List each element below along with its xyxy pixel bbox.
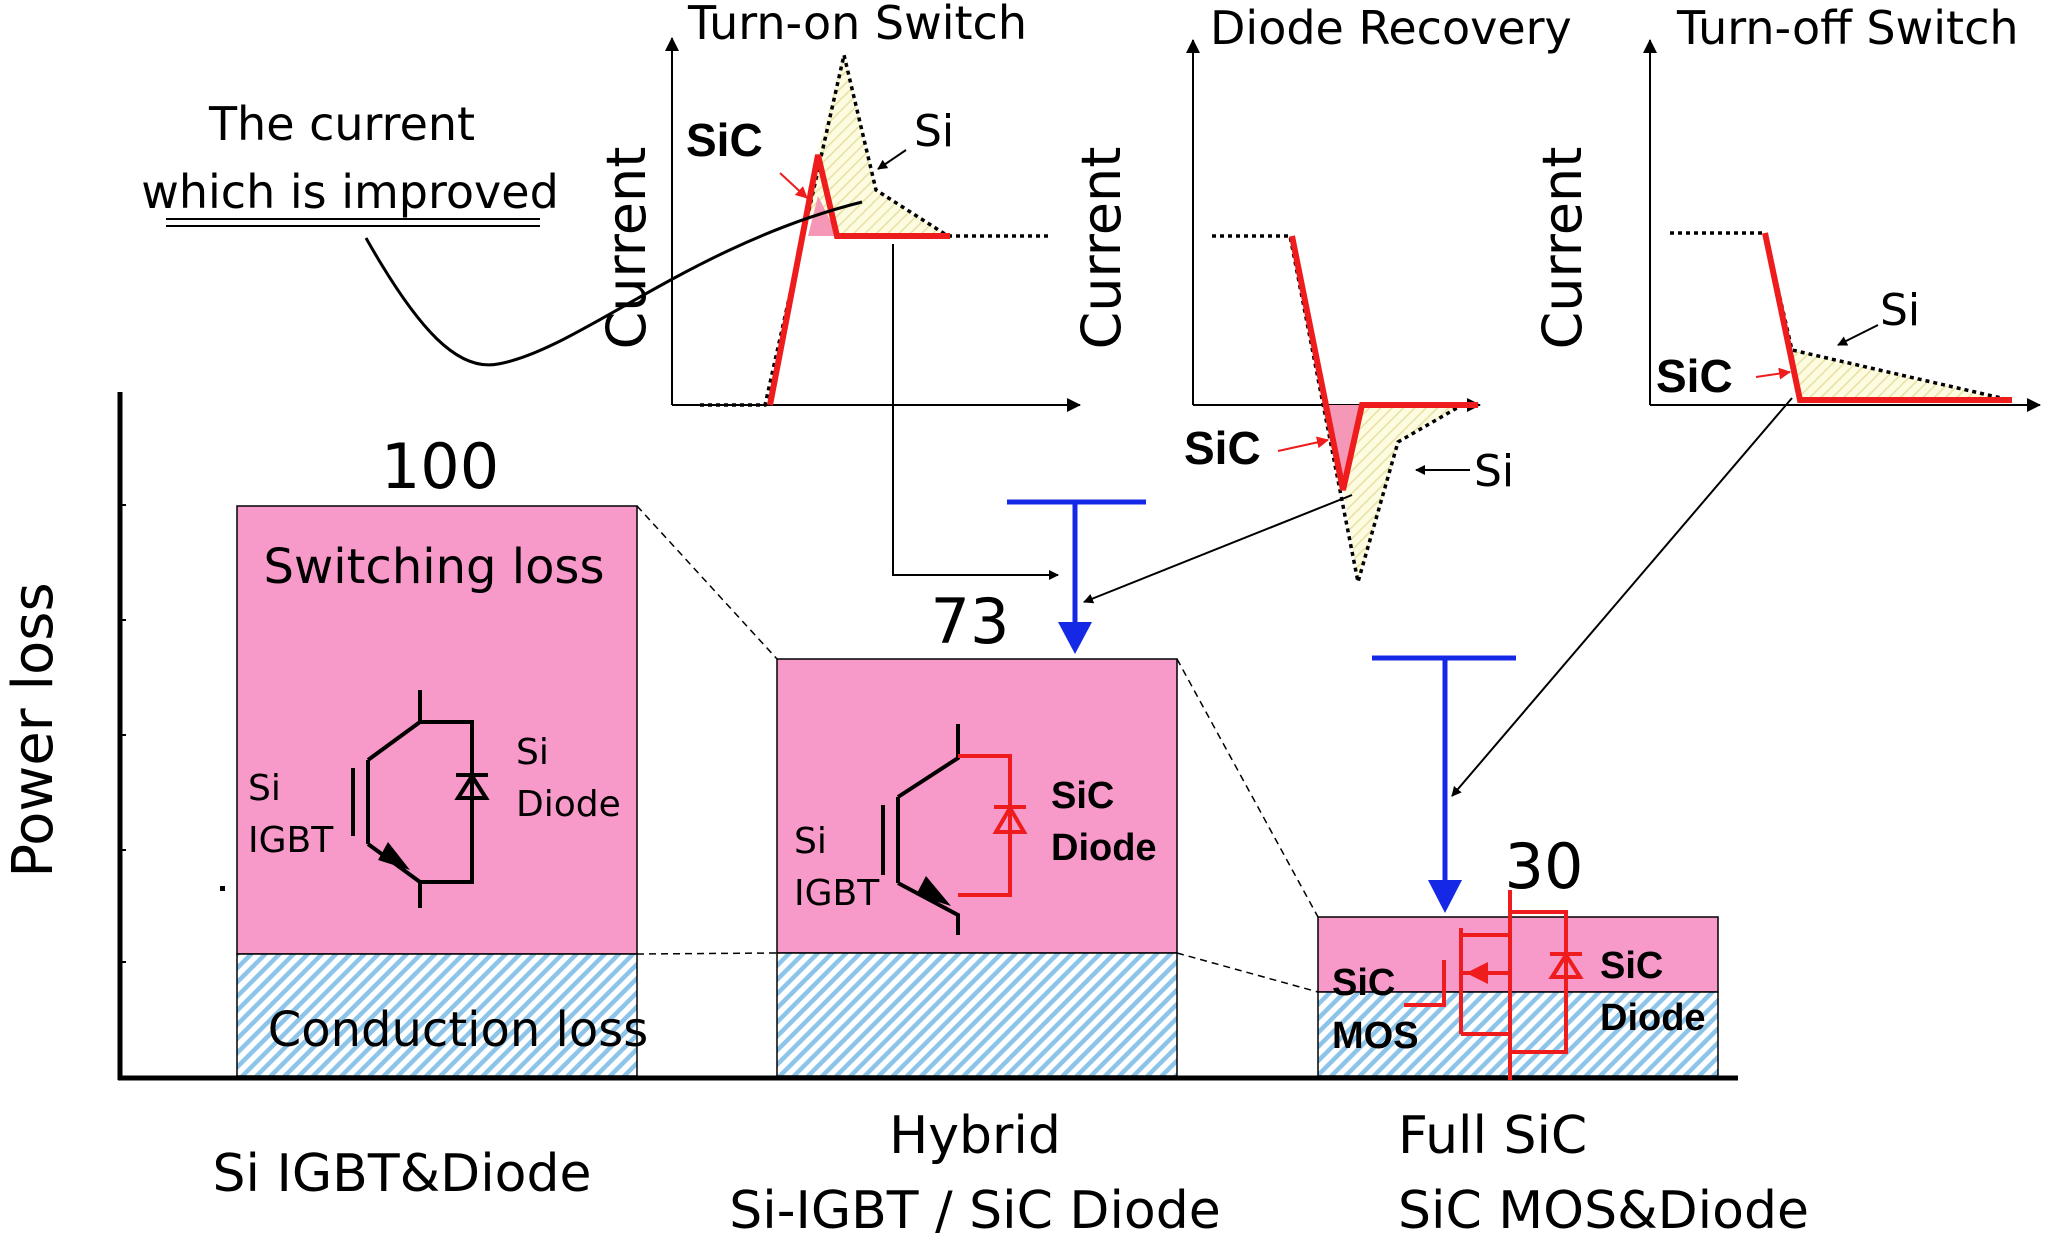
diode-recovery-ylabel: Current: [1070, 147, 1133, 350]
diode-recovery-sic-label: SiC: [1184, 422, 1261, 474]
diode-recovery-si-label: Si: [1474, 446, 1514, 497]
si-pointer: [877, 149, 907, 170]
sic-diode-symbol-icon: [958, 754, 1028, 897]
device-right-line2: Diode: [1051, 827, 1157, 869]
device-right-line1: SiC: [1051, 775, 1114, 817]
turn-on-si-label: Si: [914, 106, 954, 157]
diode-recovery-waveform: [1083, 39, 1481, 604]
device-right-line2: Diode: [516, 784, 621, 825]
switching-loss-label: Switching loss: [264, 539, 605, 595]
sic-pointer: [1755, 367, 1791, 380]
si-loss-area: [1330, 405, 1462, 582]
sic-pointer: [779, 172, 808, 199]
si-loss-area: [805, 55, 948, 236]
bar-caption-line2: SiC MOS&Diode: [1398, 1181, 1809, 1239]
annotation-line1: The current: [208, 97, 475, 151]
si-current-trace: [1212, 234, 1463, 583]
si-igbt-symbol-icon: [351, 690, 474, 908]
turn-off-sic-label: SiC: [1656, 350, 1733, 402]
bar-caption-line1: Full SiC: [1398, 1106, 1587, 1166]
turn-on-ylabel: Current: [595, 147, 658, 350]
sic-pointer: [1277, 436, 1329, 452]
bar-value-100: 100: [381, 430, 499, 503]
bar-full-sic: [1317, 916, 1719, 1077]
turn-on-title: Turn-on Switch: [687, 0, 1027, 50]
sic-current-trace: [1289, 235, 1478, 491]
device-left-line1: Si: [248, 768, 281, 809]
conduction-loss-segment: [236, 953, 638, 1077]
turn-on-sic-label: SiC: [686, 114, 763, 166]
device-left-line2: MOS: [1332, 1015, 1419, 1057]
bar-caption-line2: Si-IGBT / SiC Diode: [729, 1181, 1220, 1239]
bar-hybrid: [776, 658, 1178, 1077]
si-pointer: [1837, 324, 1879, 346]
bar-si-igbt-diode: [236, 505, 638, 1077]
bar-caption-line1: Hybrid: [889, 1106, 1061, 1166]
improvement-arrow-hybrid: [1007, 499, 1146, 654]
sic-current-trace: [767, 154, 950, 406]
turn-off-waveform: [1451, 39, 2041, 797]
device-left-line1: Si: [794, 821, 827, 862]
si-current-trace: [700, 54, 1048, 407]
igbt-emitter-arrow-icon: [916, 876, 951, 906]
turn-off-ylabel: Current: [1531, 147, 1594, 350]
bar-value-73: 73: [931, 585, 1010, 658]
switching-loss-segment: [236, 505, 638, 955]
sic-loss-area: [808, 196, 838, 236]
conduction-loss-segment: [776, 952, 1178, 1077]
turn-on-link-arrow: [892, 244, 1059, 580]
device-right-line2: Diode: [1600, 997, 1706, 1039]
annotation-line2: which is improved: [141, 165, 559, 219]
bar-caption-line1: Si IGBT&Diode: [213, 1144, 592, 1204]
turn-off-si-label: Si: [1880, 285, 1920, 336]
device-left-line1: SiC: [1332, 962, 1395, 1004]
igbt-emitter-arrow-icon: [378, 842, 410, 870]
sic-current-trace: [1762, 232, 2012, 403]
conduction-loss-segment: [1317, 991, 1719, 1077]
turn-off-link-arrow: [1451, 397, 1793, 797]
diode-recovery-title: Diode Recovery: [1210, 1, 1572, 55]
mosfet-channel-arrow-icon: [1466, 962, 1488, 984]
device-left-line2: IGBT: [794, 873, 880, 914]
conduction-loss-label: Conduction loss: [268, 1002, 649, 1058]
si-loss-area: [1792, 350, 2008, 400]
power-loss-axes: [117, 392, 1738, 1081]
diode-link-arrow: [1083, 494, 1353, 604]
turn-on-waveform: [665, 37, 1081, 580]
y-axis-label: Power loss: [1, 582, 66, 877]
turn-off-title: Turn-off Switch: [1676, 1, 2019, 55]
device-right-line1: Si: [516, 732, 549, 773]
switching-loss-segment: [776, 658, 1178, 954]
annotation-underline: [166, 218, 540, 227]
improvement-arrow-full-sic: [1372, 655, 1516, 913]
device-left-line2: IGBT: [248, 820, 334, 861]
bar-value-30: 30: [1505, 830, 1584, 903]
annotation-leader-curve: [364, 200, 863, 367]
device-right-line1: SiC: [1600, 945, 1663, 987]
bar-connector-lines: [636, 505, 1319, 993]
si-diode-symbol-icon: [454, 772, 490, 800]
